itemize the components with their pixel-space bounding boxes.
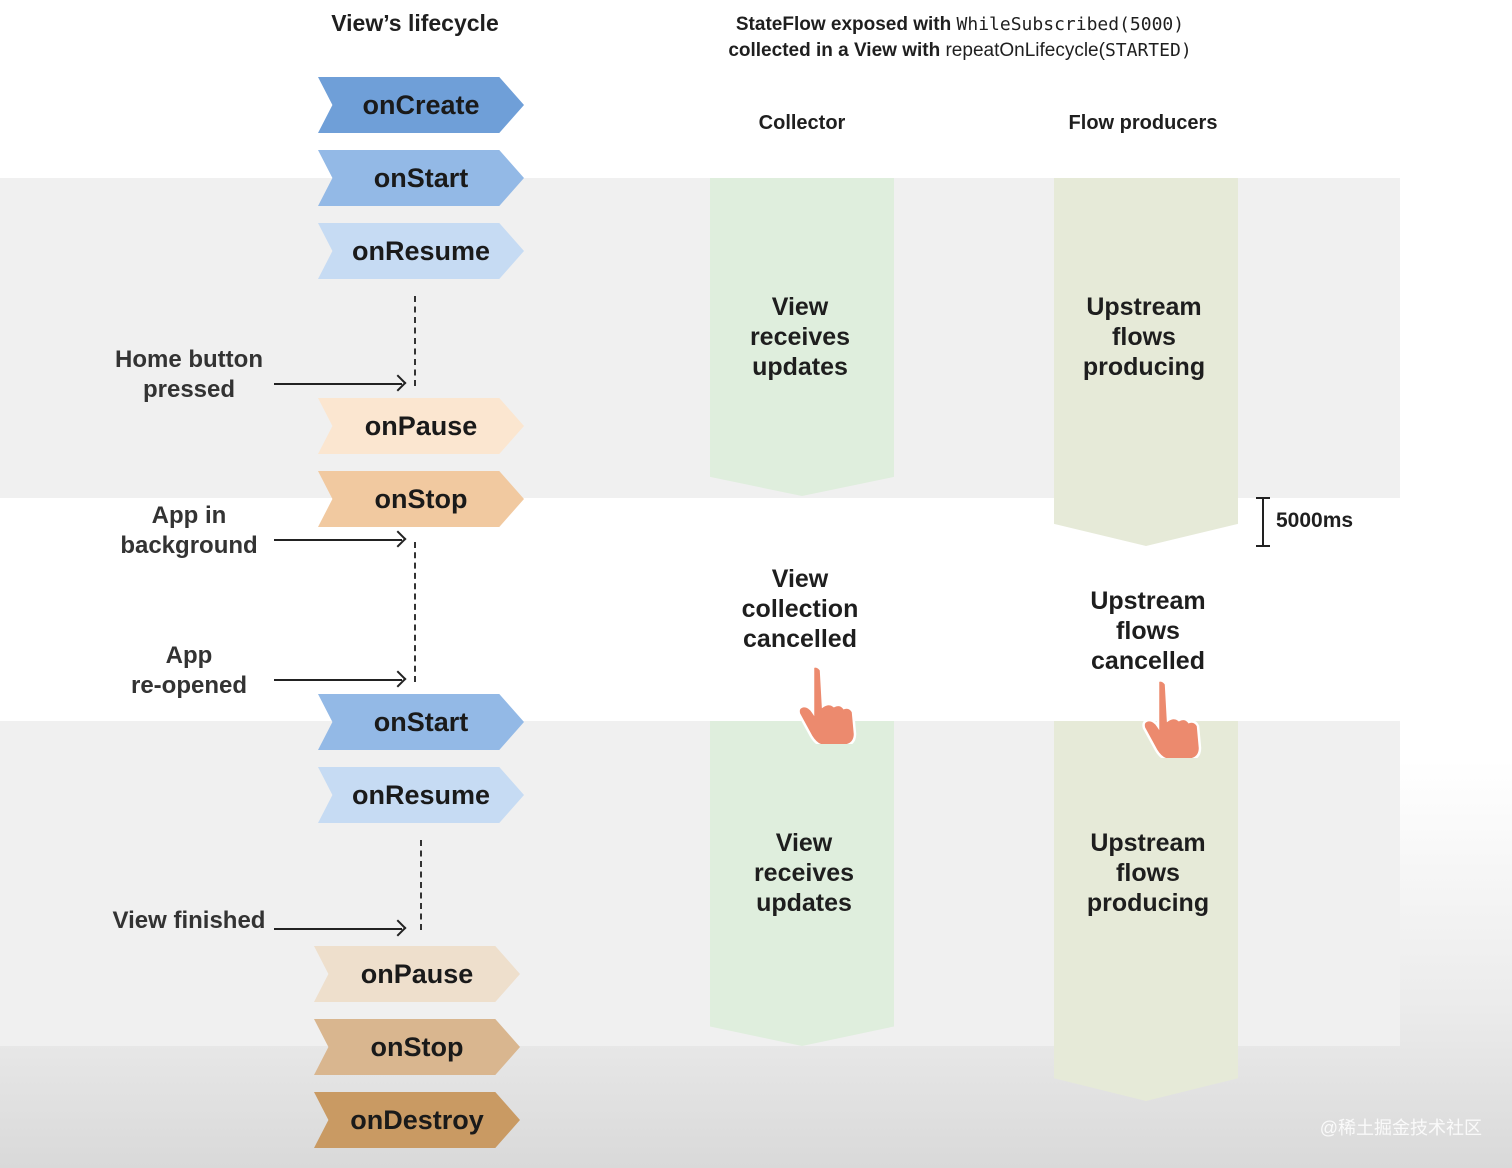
lifecycle-step-oncreate: onCreate (318, 77, 524, 133)
arrow-app-reopened (274, 679, 402, 681)
pointing-hand-icon-2 (1142, 679, 1202, 758)
producers-column-title: Flow producers (1068, 112, 1218, 134)
subtitle-line2-close: ) (1180, 40, 1192, 61)
event-home-button-pressed: Home button pressed (115, 346, 263, 403)
event-app-in-background: App in background (120, 502, 258, 559)
subtitle-line1-text: StateFlow exposed with (735, 14, 957, 35)
dashed-connector-3 (420, 840, 422, 930)
lifecycle-step-onstop-2: onStop (314, 1019, 520, 1075)
timeout-bracket (1256, 497, 1270, 547)
producer-bar-bottom (1054, 721, 1238, 1101)
watermark: @稀土掘金技术社区 (1319, 1118, 1482, 1138)
producer-label-bottom: Upstream flows producing (1086, 829, 1210, 917)
subtitle-line2-method: repeatOnLifecycle( (945, 40, 1105, 61)
pointing-hand-icon (797, 665, 857, 744)
subtitle-line2-text: collected in a View with (728, 40, 946, 61)
lifecycle-step-onstart-2: onStart (318, 694, 524, 750)
lifecycle-step-onresume: onResume (318, 223, 524, 279)
lifecycle-step-onstart: onStart (318, 150, 524, 206)
lifecycle-step-onstop: onStop (318, 471, 524, 527)
producer-bar-top (1054, 178, 1238, 546)
lifecycle-step-onpause: onPause (318, 398, 524, 454)
collector-bar-bottom (710, 721, 894, 1046)
producer-label-cancelled: Upstream flows cancelled (1090, 587, 1206, 675)
collector-bar-top (710, 178, 894, 496)
arrow-view-finished (274, 928, 402, 930)
arrow-home-button (274, 383, 402, 385)
diagram-subtitle: StateFlow exposed with WhileSubscribed(5… (660, 12, 1260, 64)
event-view-finished: View finished (112, 907, 266, 934)
event-app-reopened: App re-opened (130, 642, 247, 699)
lifecycle-step-ondestroy: onDestroy (314, 1092, 520, 1148)
lifecycle-title: View’s lifecycle (331, 10, 499, 36)
collector-label-top: View receives updates (749, 293, 851, 381)
arrow-app-background (274, 539, 402, 541)
collector-column-title: Collector (758, 112, 846, 134)
dashed-connector-2 (414, 542, 416, 682)
subtitle-line2-code: STARTED (1104, 40, 1181, 61)
timeout-label: 5000ms (1276, 509, 1354, 532)
collector-label-bottom: View receives updates (753, 829, 855, 917)
producer-label-top: Upstream flows producing (1082, 293, 1206, 381)
lifecycle-step-onpause-2: onPause (314, 946, 520, 1002)
lifecycle-step-onresume-2: onResume (318, 767, 524, 823)
collector-label-cancelled: View collection cancelled (741, 565, 859, 653)
subtitle-line1-code: WhileSubscribed(5000) (956, 14, 1185, 35)
dashed-connector-1 (414, 296, 416, 386)
